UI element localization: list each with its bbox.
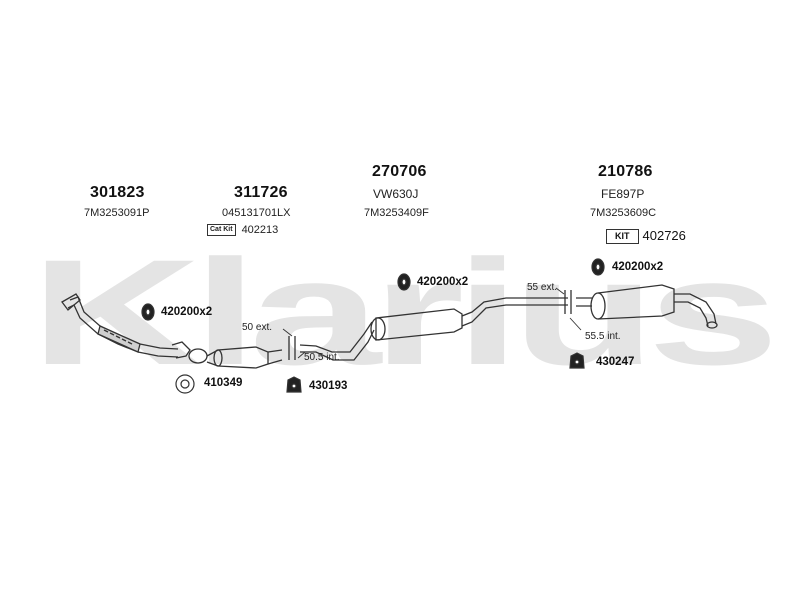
kit-number: 402726	[642, 228, 686, 243]
kit-badge: KIT	[606, 229, 639, 245]
dimension-label: 50 ext.	[242, 322, 273, 333]
fitting-label: 420200x2	[161, 306, 213, 318]
rubber-mount-icon	[141, 303, 155, 321]
joint-rear	[564, 290, 572, 314]
part-number-301823: 301823	[90, 184, 145, 201]
part-number-311726: 311726	[234, 184, 288, 201]
catalytic-converter-311726	[188, 346, 283, 369]
oe-number: 045131701LX	[222, 207, 291, 219]
part-number-270706: 270706	[372, 163, 427, 180]
dimension-label: 55.5 int.	[585, 331, 621, 342]
rubber-mount-icon	[591, 258, 605, 276]
rear-silencer-210786	[576, 284, 718, 329]
dimension-label: 50.5 int.	[304, 352, 340, 363]
gasket-ring-icon	[175, 374, 195, 394]
rubber-mount-icon	[397, 273, 411, 291]
cat-kit-badge: Cat Kit	[207, 224, 236, 237]
fitting-label: 420200x2	[612, 261, 664, 273]
clamp-bracket-icon	[569, 352, 585, 369]
centre-silencer-270706	[299, 297, 568, 361]
oe-number: VW630J	[373, 187, 419, 201]
fitting-label: 430247	[596, 356, 635, 368]
fitting-label: 430193	[309, 380, 348, 392]
fitting-label: 420200x2	[417, 276, 469, 288]
front-pipe-301823	[61, 293, 191, 359]
oe-number: FE897P	[601, 187, 645, 201]
oe-number: 7M3253609C	[590, 207, 657, 219]
part-number-210786: 210786	[598, 163, 653, 180]
joint-front	[288, 336, 296, 360]
cat-kit-number: 402213	[241, 224, 279, 236]
clamp-bracket-icon	[286, 376, 302, 393]
dimension-leaders	[282, 287, 582, 359]
dimension-label: 55 ext.	[527, 282, 558, 293]
cat-kit: Cat Kit 402213	[207, 224, 279, 237]
fitting-label: 410349	[204, 377, 243, 389]
oe-number: 7M3253409F	[364, 207, 429, 219]
oe-number: 7M3253091P	[84, 207, 150, 219]
